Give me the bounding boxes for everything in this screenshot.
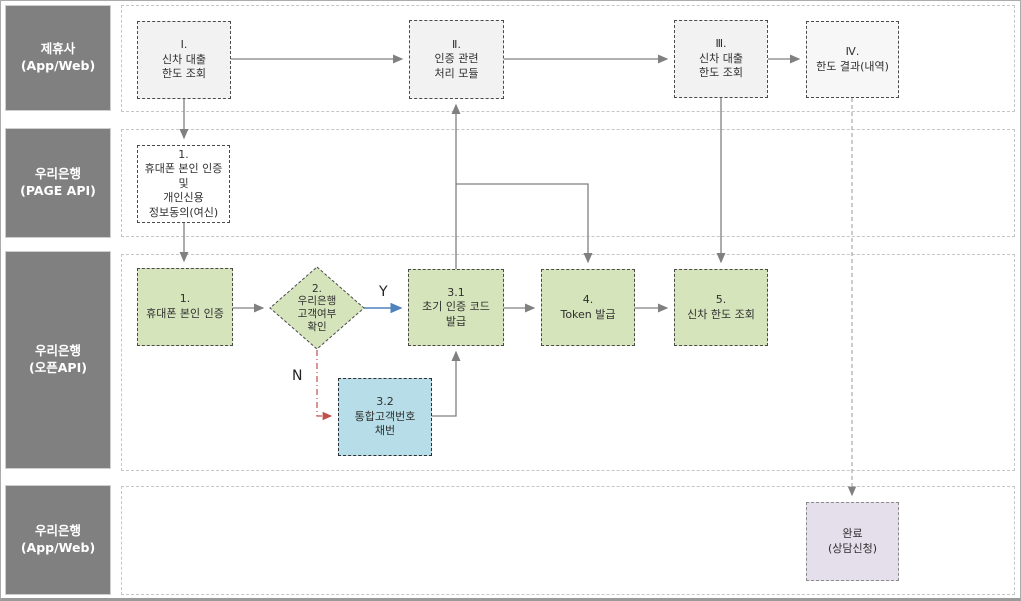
node-iv-limit-result: Ⅳ. 한도 결과(내역): [806, 21, 899, 98]
node-new-car-limit-inquiry: 5. 신차 한도 조회: [674, 269, 768, 346]
node-initial-auth-code-issue: 3.1 초기 인증 코드 발급: [408, 269, 504, 346]
node-integrated-customer-number-assign: 3.2 통합고객번호 채번: [338, 378, 432, 456]
edge-decision-no: [316, 350, 333, 421]
lane-label-woori-page-api: 우리은행 (PAGE API): [5, 128, 111, 238]
decision-diamond-shape: [269, 266, 365, 350]
lane-label-woori-app-web: 우리은행 (App/Web): [5, 485, 111, 595]
edge-label-yes: Y: [379, 284, 388, 300]
lane-woori-page-api: [121, 129, 1015, 237]
lane-label-text: 우리은행: [34, 166, 81, 182]
edge-custno-to-init-code: [432, 350, 461, 417]
decision-woori-customer-check: 2. 우리은행 고객여부 확인: [297, 282, 337, 333]
lane-label-text: 우리은행: [34, 523, 81, 539]
node-phone-auth-and-credit-consent: 1. 휴대폰 본인 인증 및 개인신용 정보동의(여신): [137, 145, 230, 223]
node-i-new-car-loan-limit-inquiry: Ⅰ. 신차 대출 한도 조회: [137, 21, 231, 99]
lane-label-woori-open-api: 우리은행 (오픈API): [5, 251, 111, 469]
node-iii-new-car-loan-limit-inquiry: Ⅲ. 신차 대출 한도 조회: [674, 20, 768, 98]
lane-label-text: (App/Web): [20, 58, 96, 73]
node-complete-consult-request: 완료 (상담신청): [806, 502, 899, 581]
edge-auth-module-to-token: [456, 183, 593, 264]
node-token-issue: 4. Token 발급: [541, 269, 635, 346]
lane-label-partner-app-web: 제휴사 (App/Web): [5, 5, 111, 111]
lane-label-text: 우리은행: [34, 343, 81, 359]
lane-label-text: (오픈API): [29, 360, 87, 375]
lane-label-text: (App/Web): [20, 540, 96, 555]
node-phone-identity-auth: 1. 휴대폰 본인 인증: [137, 268, 233, 346]
lane-label-text: 제휴사: [40, 41, 76, 57]
node-ii-auth-processing-module: Ⅱ. 인증 관련 처리 모듈: [409, 20, 504, 99]
edge-label-no: N: [292, 368, 303, 384]
lane-label-text: (PAGE API): [20, 183, 96, 198]
